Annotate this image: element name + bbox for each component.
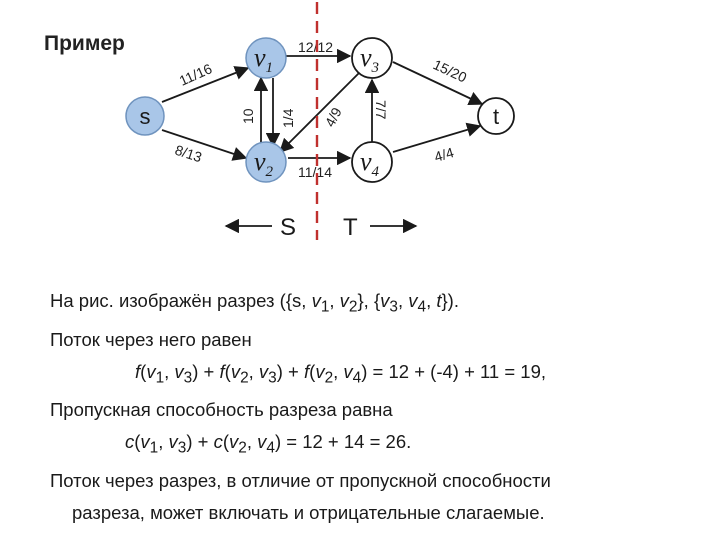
node-v2-label: v2 <box>254 147 274 180</box>
node-s <box>125 96 165 136</box>
edge-v4-t <box>392 122 482 153</box>
slide-title: Пример <box>44 32 125 55</box>
edge-label-s-v2: 8/13 <box>173 142 204 166</box>
node-v4 <box>351 141 393 183</box>
node-s-label: s <box>140 104 151 129</box>
node-v1-label: v1 <box>254 43 273 76</box>
edge-v3-t <box>392 61 484 105</box>
node-v3 <box>351 37 393 79</box>
text-line-6: Поток через разрез, в отличие от пропуск… <box>50 470 551 492</box>
text-line-1: На рис. изображён разрез ({s, v1, v2}, {… <box>50 290 459 316</box>
edge-label-v2-v1: 10 <box>240 108 256 124</box>
edge-label-v2-v4: 11/14 <box>298 164 332 180</box>
text-line-5-capacity-formula: c(v1, v3) + c(v2, v4) = 12 + 14 = 26. <box>125 431 412 458</box>
explanation-text: На рис. изображён разрез ({s, v1, v2}, {… <box>50 285 690 529</box>
edge-s-v2 <box>161 129 248 161</box>
node-v2 <box>245 141 287 183</box>
edge-label-v3-t: 15/20 <box>431 56 470 85</box>
text-line-2: Поток через него равен <box>50 328 252 350</box>
edge-label-v4-t: 4/4 <box>432 144 455 165</box>
edge-label-v1-v3: 12/12 <box>298 39 333 55</box>
flow-network-diagram: s t v1 v2 v3 v4 11/16 8/13 12/12 10 1/4 … <box>125 2 515 241</box>
text-line-4: Пропускная способность разреза равна <box>50 399 393 421</box>
node-t <box>477 97 515 135</box>
set-s-label: S <box>280 214 296 241</box>
text-line-3-flow-formula: f(v1, v3) + f(v2, v3) + f(v2, v4) = 12 +… <box>135 360 547 387</box>
set-t-label: T <box>343 214 358 241</box>
node-v4-label: v4 <box>360 147 380 180</box>
edge-s-v1 <box>161 66 250 103</box>
edge-label-v4-v3: 7/7 <box>373 100 389 120</box>
edge-label-v3-v2: 4/9 <box>322 105 345 130</box>
text-line-7: разреза, может включать и отрицательные … <box>72 502 545 524</box>
node-v3-label: v3 <box>360 43 379 76</box>
edge-label-v1-v2: 1/4 <box>280 108 296 128</box>
node-v1 <box>245 37 287 79</box>
edge-v3-v2 <box>278 71 361 154</box>
node-t-label: t <box>493 104 499 129</box>
